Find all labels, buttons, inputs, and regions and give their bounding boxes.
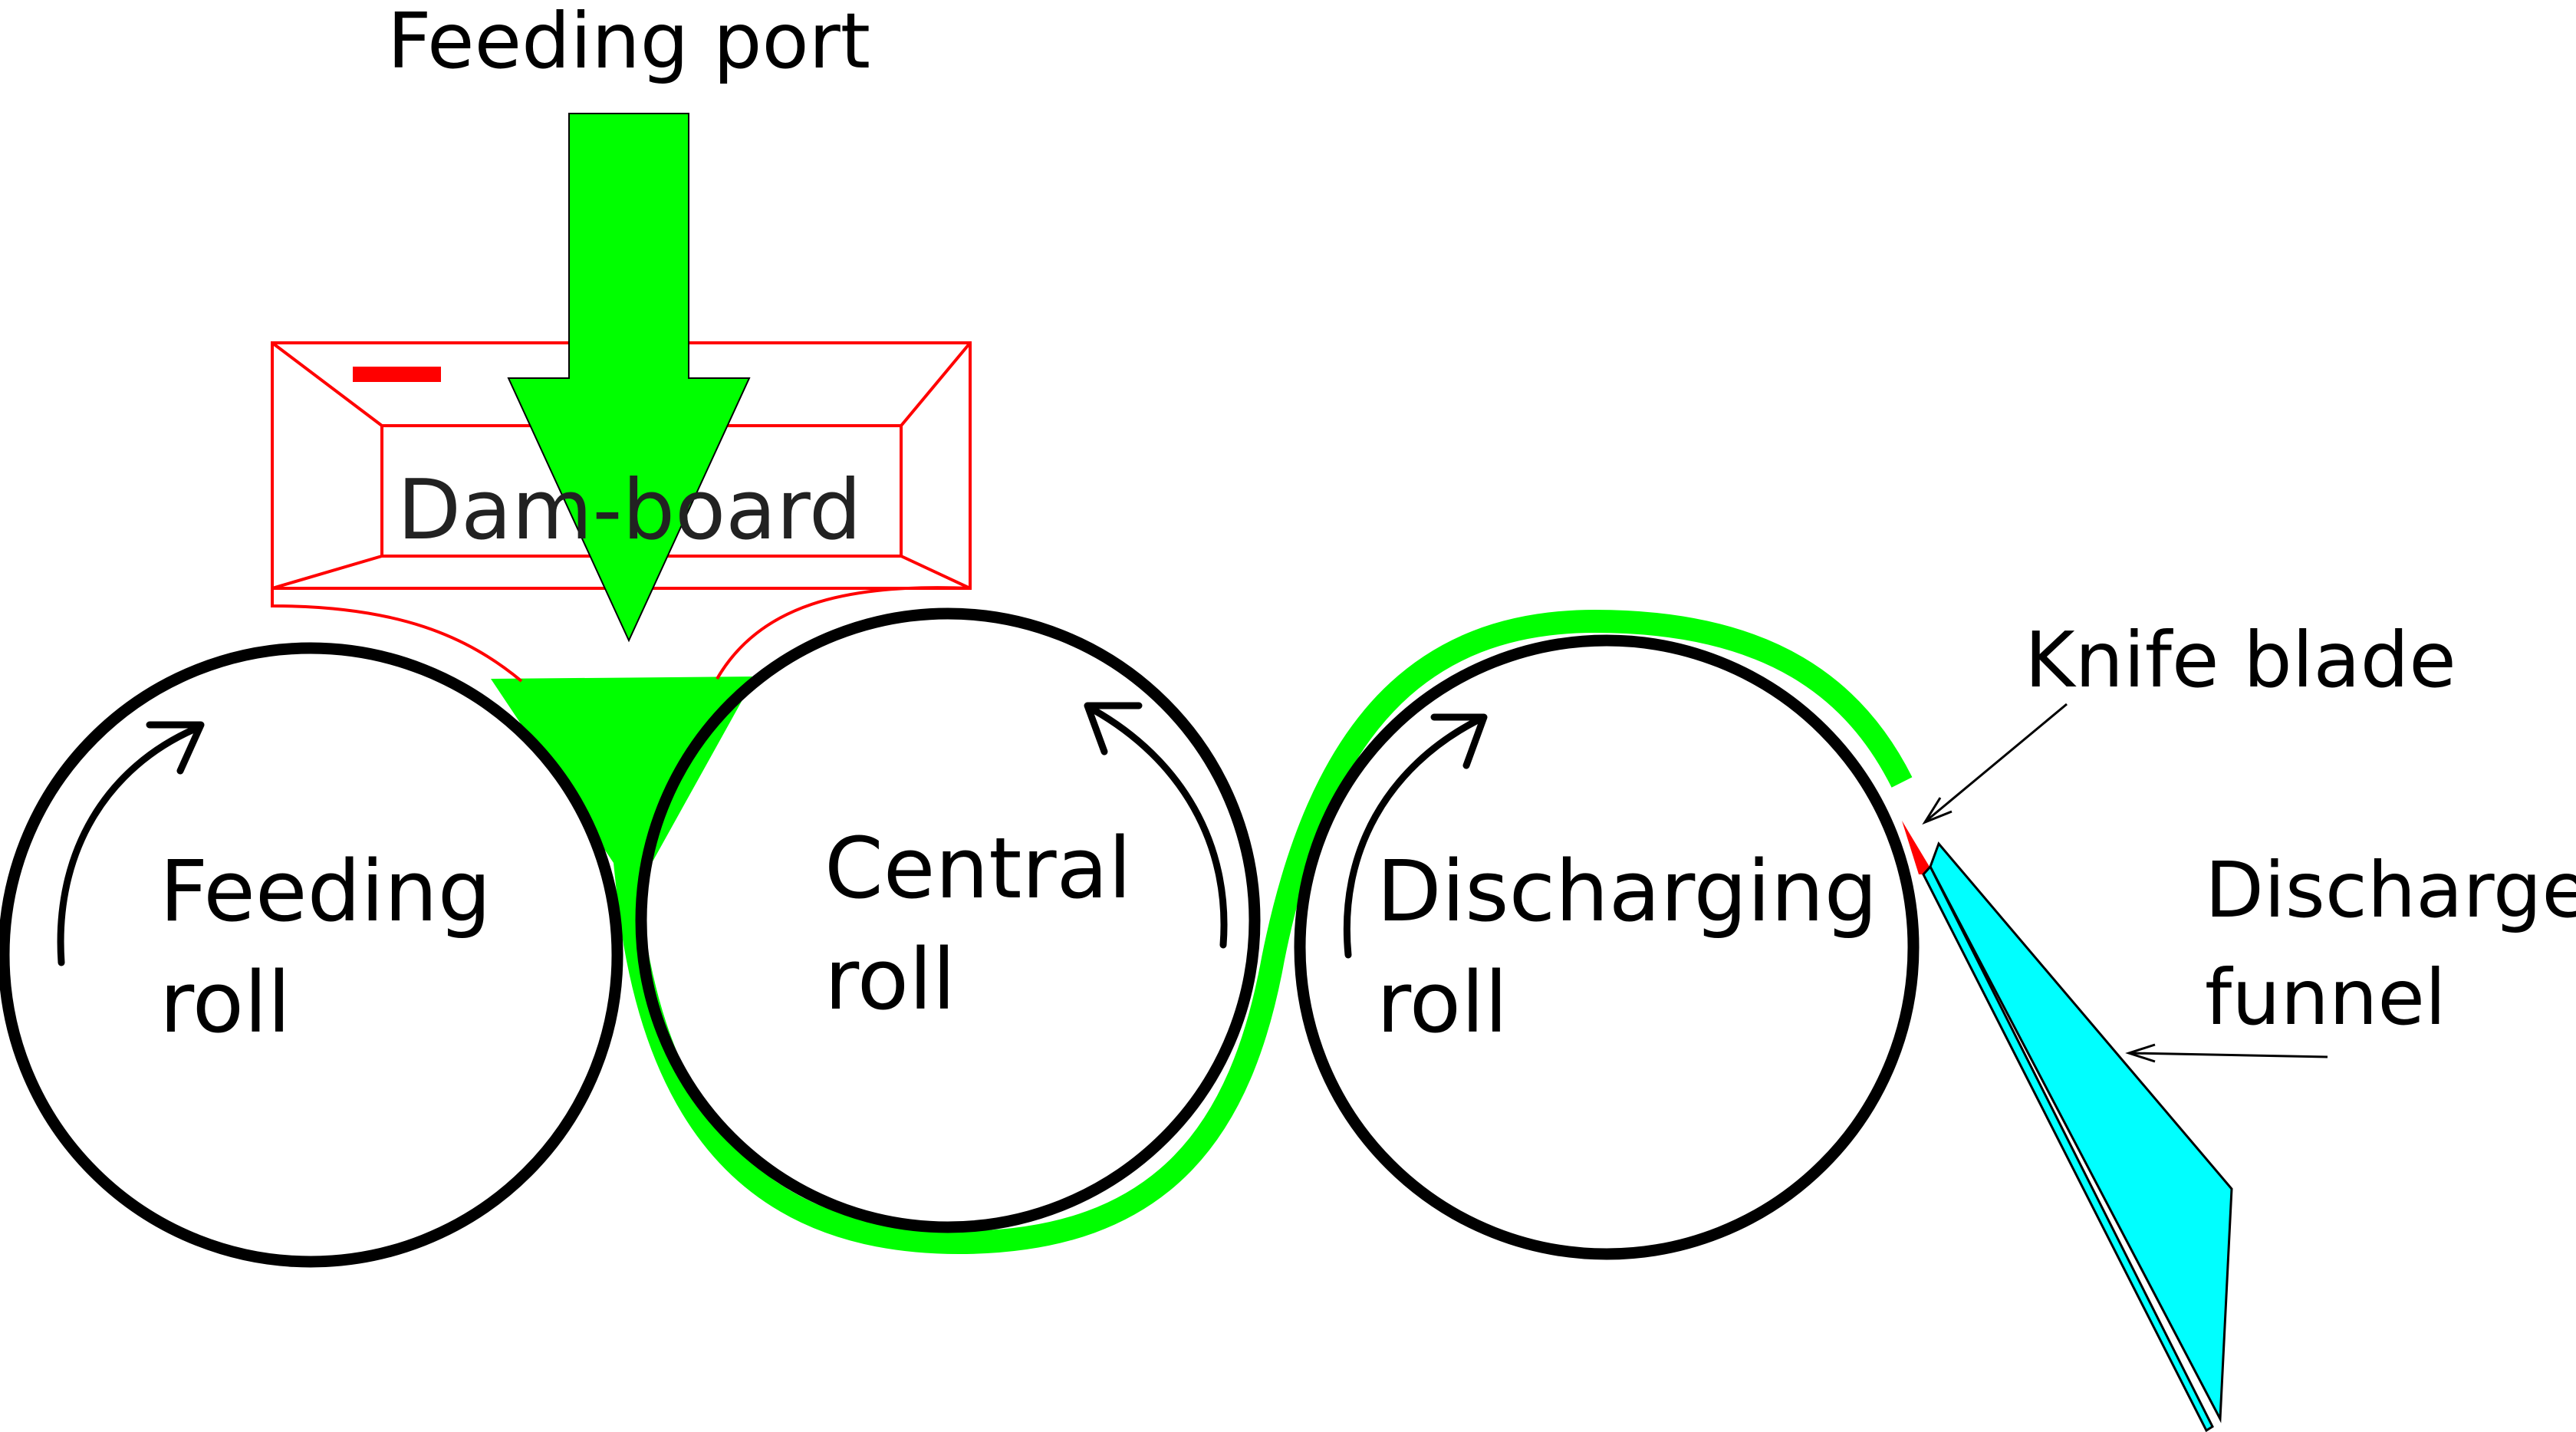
knife-blade-pointer — [1922, 703, 2068, 825]
discharging-roll-label-line2: roll — [1377, 953, 1508, 1052]
central-roll-label-line2: roll — [824, 930, 956, 1029]
central-roll-rotation-arrow — [1084, 702, 1228, 949]
dam-board-indicator — [353, 367, 441, 382]
discharge-funnel-label-line2: funnel — [2205, 953, 2446, 1042]
knife-blade — [1902, 821, 1934, 874]
discharge-funnel-lip — [1922, 864, 2214, 1432]
feeding-port-label: Feeding port — [387, 0, 870, 86]
central-roll — [635, 607, 1261, 1233]
material-sheet — [619, 609, 1913, 1255]
central-roll-label-line1: Central — [824, 819, 1132, 917]
discharge-funnel-pointer — [2125, 1043, 2328, 1063]
feeding-roll-label-line2: roll — [160, 953, 291, 1052]
discharge-funnel-label-line1: Discharge — [2205, 845, 2576, 935]
knife-blade-label: Knife blade — [2025, 615, 2456, 705]
dam-board-label: Dam-board — [397, 463, 861, 558]
feeding-roll-label-line1: Feeding — [160, 842, 492, 940]
feeding-roll-rotation-arrow — [57, 721, 205, 966]
discharging-roll-label-line1: Discharging — [1377, 842, 1877, 940]
feeding-port-arrow — [507, 113, 751, 643]
material-nip — [491, 676, 755, 936]
discharging-roll-rotation-arrow — [1343, 713, 1488, 959]
discharge-funnel — [1929, 841, 2233, 1424]
discharging-roll — [1294, 634, 1920, 1260]
feeding-roll — [0, 642, 623, 1268]
